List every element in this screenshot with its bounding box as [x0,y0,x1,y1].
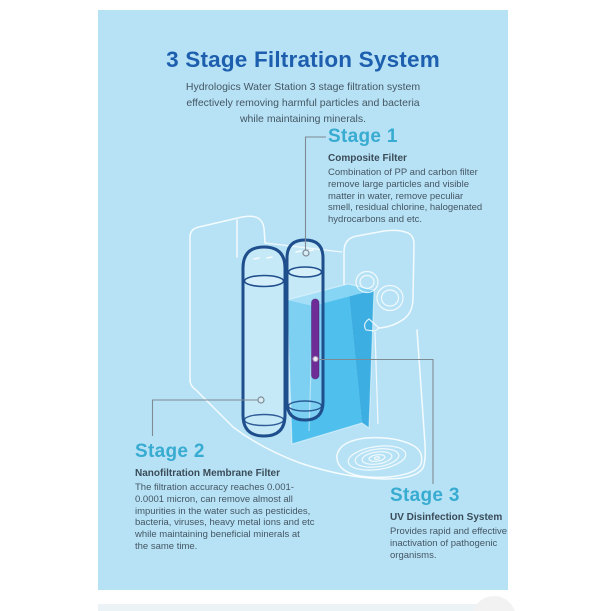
stage3-connector [312,355,434,484]
stage1-connector [302,136,326,257]
filter-cartridge-left [241,245,287,438]
stage1-filter-name: Composite Filter [328,153,407,164]
stage3-description: Provides rapid and effective inactivatio… [390,526,508,561]
next-image-edge [98,604,508,611]
uv-lamp [311,298,320,380]
dispenser-outlet [355,270,404,312]
stage2-filter-name: Nanofiltration Membrane Filter [135,468,281,479]
stage2-description: The filtration accuracy reaches 0.001- 0… [135,482,315,552]
page-title: 3 Stage Filtration System [166,47,440,72]
appliance-wireframe [189,215,426,480]
next-image-circle-hint [472,596,516,611]
stage1-label: Stage 1 [328,126,398,147]
drip-tray [336,436,423,479]
stage3-filter-name: UV Disinfection System [390,512,503,523]
stage3-callout: Stage 3 UV Disinfection System Provides … [390,485,530,561]
stage3-label: Stage 3 [390,485,460,506]
page-subtitle: Hydrologics Water Station 3 stage filtra… [185,81,421,125]
stage2-label: Stage 2 [135,441,205,462]
stage1-description: Combination of PP and carbon filter remo… [328,167,483,226]
stage2-connector [151,396,265,436]
stage2-callout: Stage 2 Nanofiltration Membrane Filter T… [135,441,345,553]
uv-lamp-dot [312,355,319,363]
stage1-callout: Stage 1 Composite Filter Combination of … [328,126,518,226]
